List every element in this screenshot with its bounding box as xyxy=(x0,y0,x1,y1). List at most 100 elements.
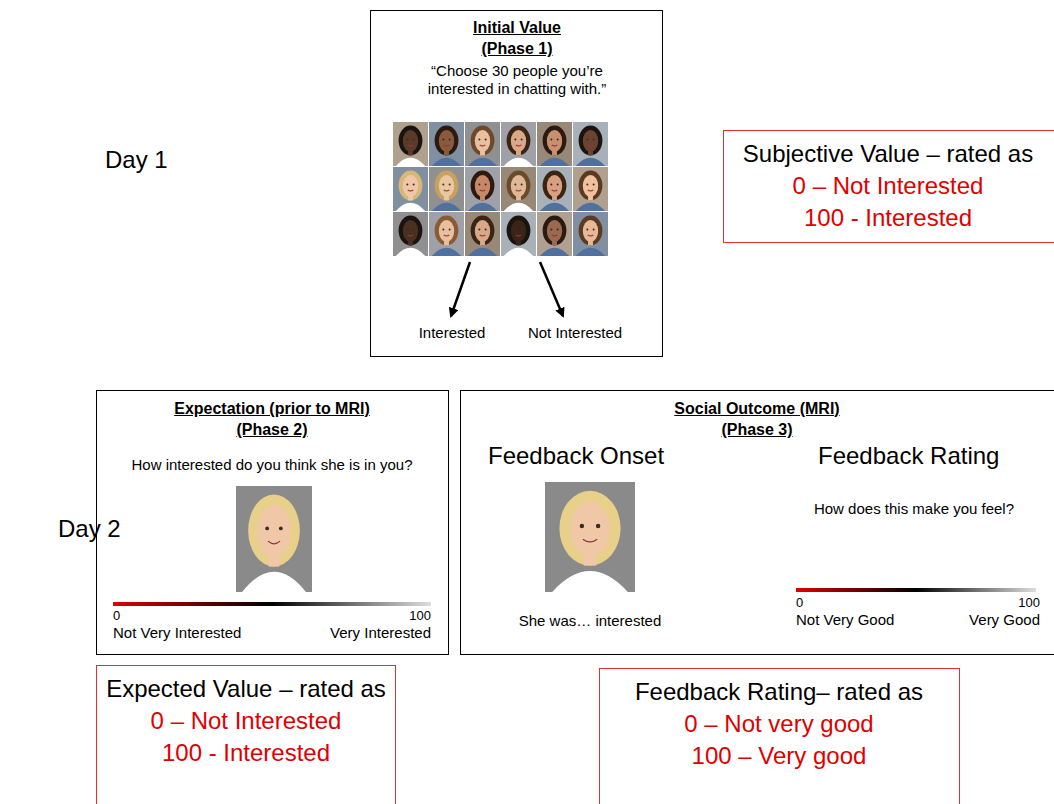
shirt xyxy=(504,248,533,256)
mouth xyxy=(552,145,558,146)
photo-bg xyxy=(537,122,572,166)
mouth xyxy=(408,145,414,146)
eye xyxy=(406,139,408,141)
face xyxy=(257,505,290,558)
day-label: Day 1 xyxy=(105,146,168,175)
node-text: Not Interested xyxy=(505,324,645,342)
shirt xyxy=(468,203,497,211)
node-text: 0 – Not very good xyxy=(604,710,954,739)
photo-bg xyxy=(501,167,536,211)
face xyxy=(511,175,526,197)
rating-slider xyxy=(113,602,431,606)
node-text: Very Interested xyxy=(281,624,431,642)
shirt xyxy=(504,158,533,166)
eye xyxy=(413,139,415,141)
rating-box: Expected Value – rated as 0 – Not Interes… xyxy=(96,665,396,804)
node-text: 0 xyxy=(113,608,120,624)
node-text: How interested do you think she is in yo… xyxy=(102,456,442,474)
photo-bg xyxy=(429,212,464,256)
face xyxy=(439,220,454,242)
eye xyxy=(478,184,480,186)
eye xyxy=(413,229,415,231)
eye xyxy=(485,184,487,186)
eye xyxy=(406,184,408,186)
mouth xyxy=(444,190,450,191)
shirt xyxy=(242,572,306,592)
shirt xyxy=(576,158,605,166)
photo-bg xyxy=(429,122,464,166)
hair xyxy=(579,171,603,201)
eye xyxy=(550,139,552,141)
hair xyxy=(399,126,423,156)
eye xyxy=(521,229,523,231)
photo-bg xyxy=(545,482,635,592)
eye xyxy=(406,229,408,231)
mouth xyxy=(480,235,486,236)
hair xyxy=(471,126,495,156)
node-text: 100 - Interested xyxy=(101,739,391,768)
eye xyxy=(485,229,487,231)
mouth xyxy=(408,235,414,236)
mouth xyxy=(552,190,558,191)
node-text: 100 xyxy=(990,595,1040,611)
eye xyxy=(550,229,552,231)
eye xyxy=(557,229,559,231)
face xyxy=(439,175,454,197)
mouth xyxy=(444,145,450,146)
hair xyxy=(435,216,459,246)
shirt xyxy=(576,203,605,211)
shirt xyxy=(432,158,461,166)
eye xyxy=(449,139,451,141)
mouth xyxy=(444,235,450,236)
eye xyxy=(485,139,487,141)
phase-panel: Social Outcome (MRI)(Phase 3)Feedback On… xyxy=(460,390,1054,655)
photo-bg xyxy=(573,122,608,166)
node-text: Expectation (prior to MRI) xyxy=(102,399,442,418)
mouth xyxy=(552,235,558,236)
face xyxy=(570,502,610,557)
face-photo xyxy=(236,486,312,592)
face xyxy=(403,220,418,242)
face xyxy=(547,175,562,197)
rating-box: Feedback Rating– rated as 0 – Not very go… xyxy=(599,668,960,804)
photo-bg xyxy=(501,212,536,256)
mouth xyxy=(480,145,486,146)
hair xyxy=(559,491,620,566)
eye xyxy=(557,184,559,186)
face xyxy=(511,220,526,242)
photo-bg xyxy=(465,122,500,166)
node-text: Feedback Rating– rated as xyxy=(604,678,954,707)
eye xyxy=(442,139,444,141)
node-text: “Choose 30 people you’re interested in c… xyxy=(397,62,637,98)
photo-bg xyxy=(573,167,608,211)
face xyxy=(403,175,418,197)
eye xyxy=(413,184,415,186)
hair xyxy=(507,216,531,246)
node-text: She was… interested xyxy=(480,612,700,630)
shirt xyxy=(504,203,533,211)
hair xyxy=(248,494,300,566)
eye xyxy=(521,184,523,186)
eye xyxy=(478,139,480,141)
face xyxy=(583,220,598,242)
shirt xyxy=(540,158,569,166)
eye xyxy=(596,524,601,529)
hair xyxy=(399,216,423,246)
mouth xyxy=(516,145,522,146)
hair xyxy=(579,126,603,156)
photo-bg xyxy=(537,167,572,211)
node-text: Very Good xyxy=(930,611,1040,629)
hair xyxy=(471,171,495,201)
node-text: (Phase 1) xyxy=(377,39,657,58)
phase-panel: Expectation (prior to MRI)(Phase 2)How i… xyxy=(96,390,449,655)
node-text: Expected Value – rated as xyxy=(101,675,391,704)
shirt xyxy=(468,158,497,166)
face xyxy=(439,130,454,152)
hair xyxy=(435,126,459,156)
eye xyxy=(478,229,480,231)
node-text: Not Very Interested xyxy=(113,624,241,642)
node-text: 0 – Not Interested xyxy=(101,707,391,736)
hair xyxy=(507,126,531,156)
shirt xyxy=(396,203,425,211)
rating-slider xyxy=(796,588,1036,592)
